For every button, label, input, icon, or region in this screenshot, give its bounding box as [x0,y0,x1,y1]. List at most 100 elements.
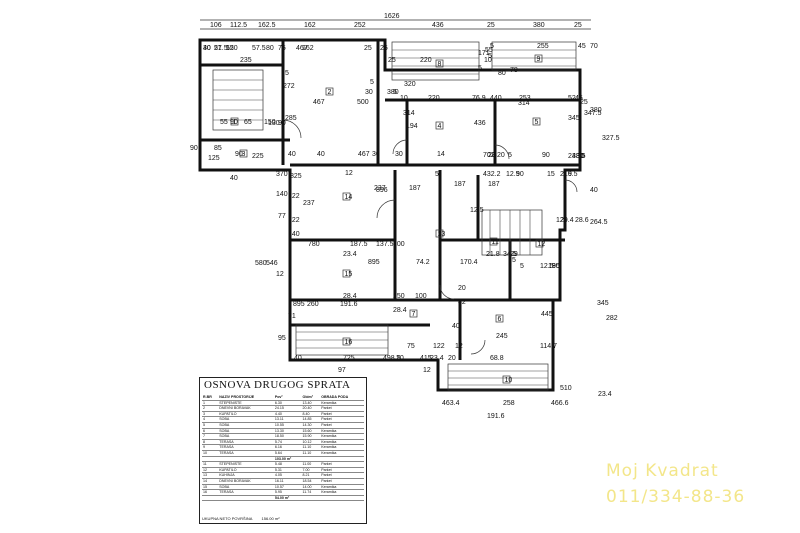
dim-label: 71 [288,313,296,320]
dim-label: 466.6 [551,400,569,407]
dim-label: 347.5 [584,110,602,117]
dim-label: 258 [503,400,515,407]
dim-label: 122 [288,217,300,224]
table-cell: SOBA [218,433,274,440]
table-cell: 6.16 [273,444,302,451]
dim-label: 546 [266,260,278,267]
dim-label: 20 [448,355,456,362]
table-cell: 5.95 [273,489,302,496]
dim-label: 90 [542,152,550,159]
table-cell: 5.31 [273,467,302,474]
table-cell: 15.90 [301,433,321,440]
table-cell: Parket [320,405,364,412]
dim-label: 380 [387,89,399,96]
dim-label: 29.4 [560,217,574,224]
dim-label: 255 [537,43,549,50]
dim-label: 97 [338,367,346,374]
dim-label: 314 [403,110,415,117]
dim-label: 90 [516,171,524,178]
subtotal-value: 54.00 m² [273,495,302,502]
table-cell: 3 [202,411,219,418]
dim-label: 20 [497,152,505,159]
dim-label: 282 [606,315,618,322]
dim-label: 90 [230,119,238,126]
table-cell: 14.30 [301,422,321,429]
dim-label: 510 [560,385,572,392]
dim-label: 40 [230,175,238,182]
room-number: 8 [438,61,442,68]
table-cell: SOBA [218,416,274,423]
dim-label: 68.8 [490,355,504,362]
dim-label: 34.5 [503,251,517,258]
dim-label: 5 [508,152,512,159]
dim-label: 78 [510,67,518,74]
dim-label: 380 [572,153,584,160]
dim-label: 725 [343,355,355,362]
dim-label: 702 [483,152,495,159]
dim-label: 170.4 [460,259,478,266]
dim-label: 45 [575,95,583,102]
dim-label: 187 [488,181,500,188]
dim-label: 252 [354,22,366,29]
table-cell: 10 [202,450,219,457]
total-value: 156.00 m² [261,516,280,521]
dim-label: 780 [308,241,320,248]
dim-label: 90 [235,151,243,158]
dim-label: 40 [452,323,460,330]
total-label: UKUPNA NETO POVRŠINA [202,516,253,521]
dim-label: 10 [484,57,492,64]
room-number: 13 [438,231,446,238]
dim-label: 82 [458,299,466,306]
dim-label: 55 [226,45,234,52]
table-cell: 5.48 [273,461,302,468]
table-cell: 1 [202,400,219,407]
table-cell: TERASA [218,450,274,457]
dim-label: 272 [283,83,295,90]
dim-label: 90 [190,145,198,152]
subtotal-row-2: 54.00 m² [202,495,364,502]
door-swings [282,119,578,355]
room-number: 6 [498,316,502,323]
table-cell: 18.50 [273,433,302,440]
dim-label: 30 [203,45,211,52]
table-cell: 16 [202,489,219,496]
dim-label: 187 [409,185,421,192]
table-cell: 2 [202,405,219,412]
dim-label: 500 [357,99,369,106]
table-cell: 11.10 [301,450,321,457]
column-header: R.BR [202,395,219,401]
watermark-brand: Moj Kvadrat [606,461,719,481]
table-cell: 9 [202,444,219,451]
dim-label: 250 [393,293,405,300]
dim-label: 12 [556,217,564,224]
dim-label: 76.9 [472,95,486,102]
dim-label: 25 [380,45,388,52]
dim-label: 52 [568,95,576,102]
dim-label: 122 [288,193,300,200]
table-cell: Keramika [320,450,364,457]
dim-label: 5 [285,70,289,77]
dim-label: 5 [393,89,397,96]
table-cell: DNEVNI BORAVAK [218,405,274,412]
table-cell: Parket [320,472,364,479]
dim-label: 162 [302,45,314,52]
table-cell: 16.11 [273,478,302,485]
column-header: Pov² [273,395,302,401]
table-cell: 11.00 [301,461,321,468]
dim-label: 30 [395,151,403,158]
table-cell: KUPATILO [218,411,274,418]
dim-label: 467 [358,151,370,158]
dim-label: 436 [474,120,486,127]
dim-label: 12.5 [540,263,554,270]
table-cell: TERASA [218,439,274,446]
table-cell: 6 [202,428,219,435]
table-cell: Keramika [320,489,364,496]
dim-label: 187 [454,181,466,188]
terrace-top-middle [391,41,480,81]
dim-label: 225 [252,153,264,160]
